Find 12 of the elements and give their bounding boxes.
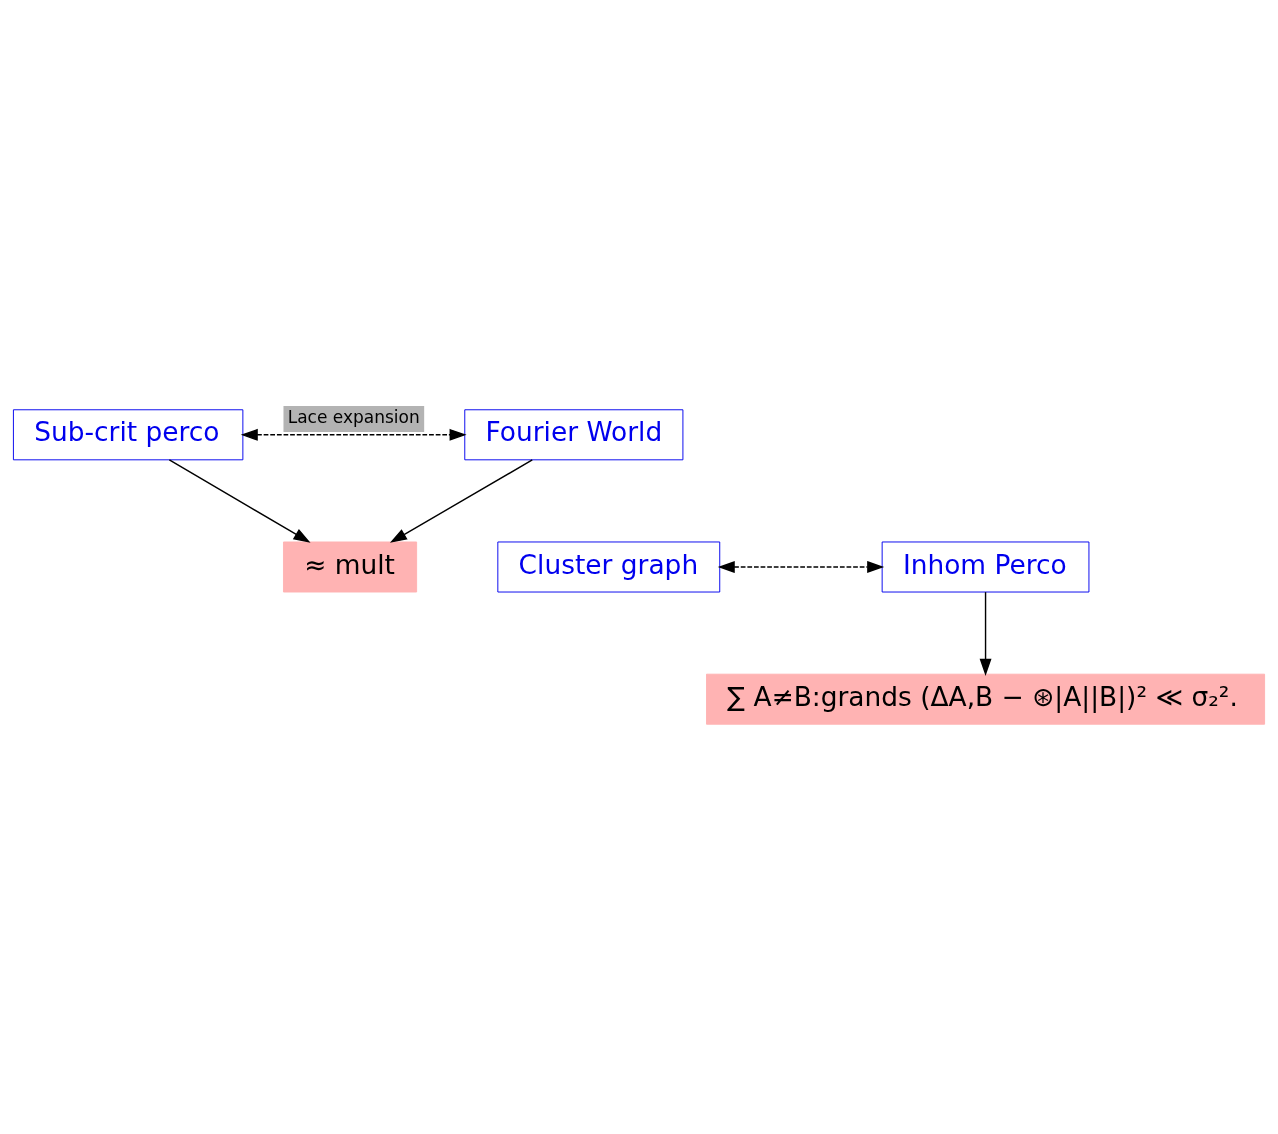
- node-box: ∑ A≠B:grands (ΔA,B − ⊛|A||B|)² ≪ σ₂².: [706, 673, 1266, 725]
- edge-label: Lace expansion: [287, 406, 420, 427]
- arrow: [389, 459, 533, 543]
- arrow: [717, 561, 885, 573]
- node-box: Cluster graph: [497, 541, 721, 593]
- node-box: Inhom Perco: [881, 541, 1090, 593]
- arrow: [979, 591, 992, 676]
- arrow: [240, 428, 467, 441]
- node-box: Sub-crit perco: [12, 409, 244, 461]
- node-box: Fourier World: [464, 409, 684, 461]
- arrow: [168, 459, 311, 543]
- node-box: ≈ mult: [283, 541, 418, 593]
